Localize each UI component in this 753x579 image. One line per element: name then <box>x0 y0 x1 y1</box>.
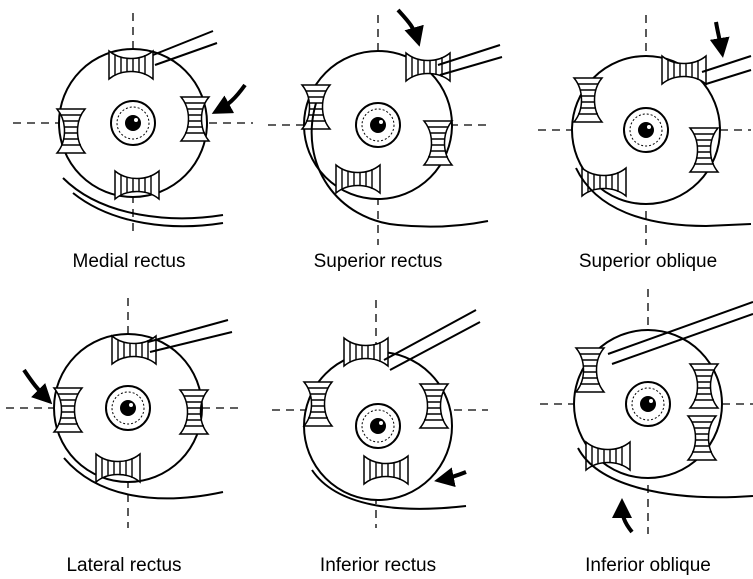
label-superior-rectus: Superior rectus <box>258 251 498 273</box>
eye-superior-rectus <box>268 10 502 245</box>
rotation-arrow <box>398 10 418 41</box>
rotation-arrow <box>217 85 245 111</box>
label-medial-rectus: Medial rectus <box>9 251 249 273</box>
label-lateral-rectus: Lateral rectus <box>4 555 244 577</box>
eye-medial-rectus <box>13 13 253 233</box>
eye-inferior-rectus <box>272 300 488 528</box>
eye-superior-oblique <box>538 15 751 245</box>
label-inferior-oblique: Inferior oblique <box>528 555 753 577</box>
rotation-arrow <box>24 370 48 400</box>
label-superior-oblique: Superior oblique <box>528 251 753 273</box>
rotation-arrow <box>440 472 466 480</box>
label-inferior-rectus: Inferior rectus <box>258 555 498 577</box>
rotation-arrow <box>622 504 632 532</box>
eye-lateral-rectus <box>6 298 243 528</box>
rotation-arrow <box>716 22 722 52</box>
eye-inferior-oblique <box>540 289 753 534</box>
